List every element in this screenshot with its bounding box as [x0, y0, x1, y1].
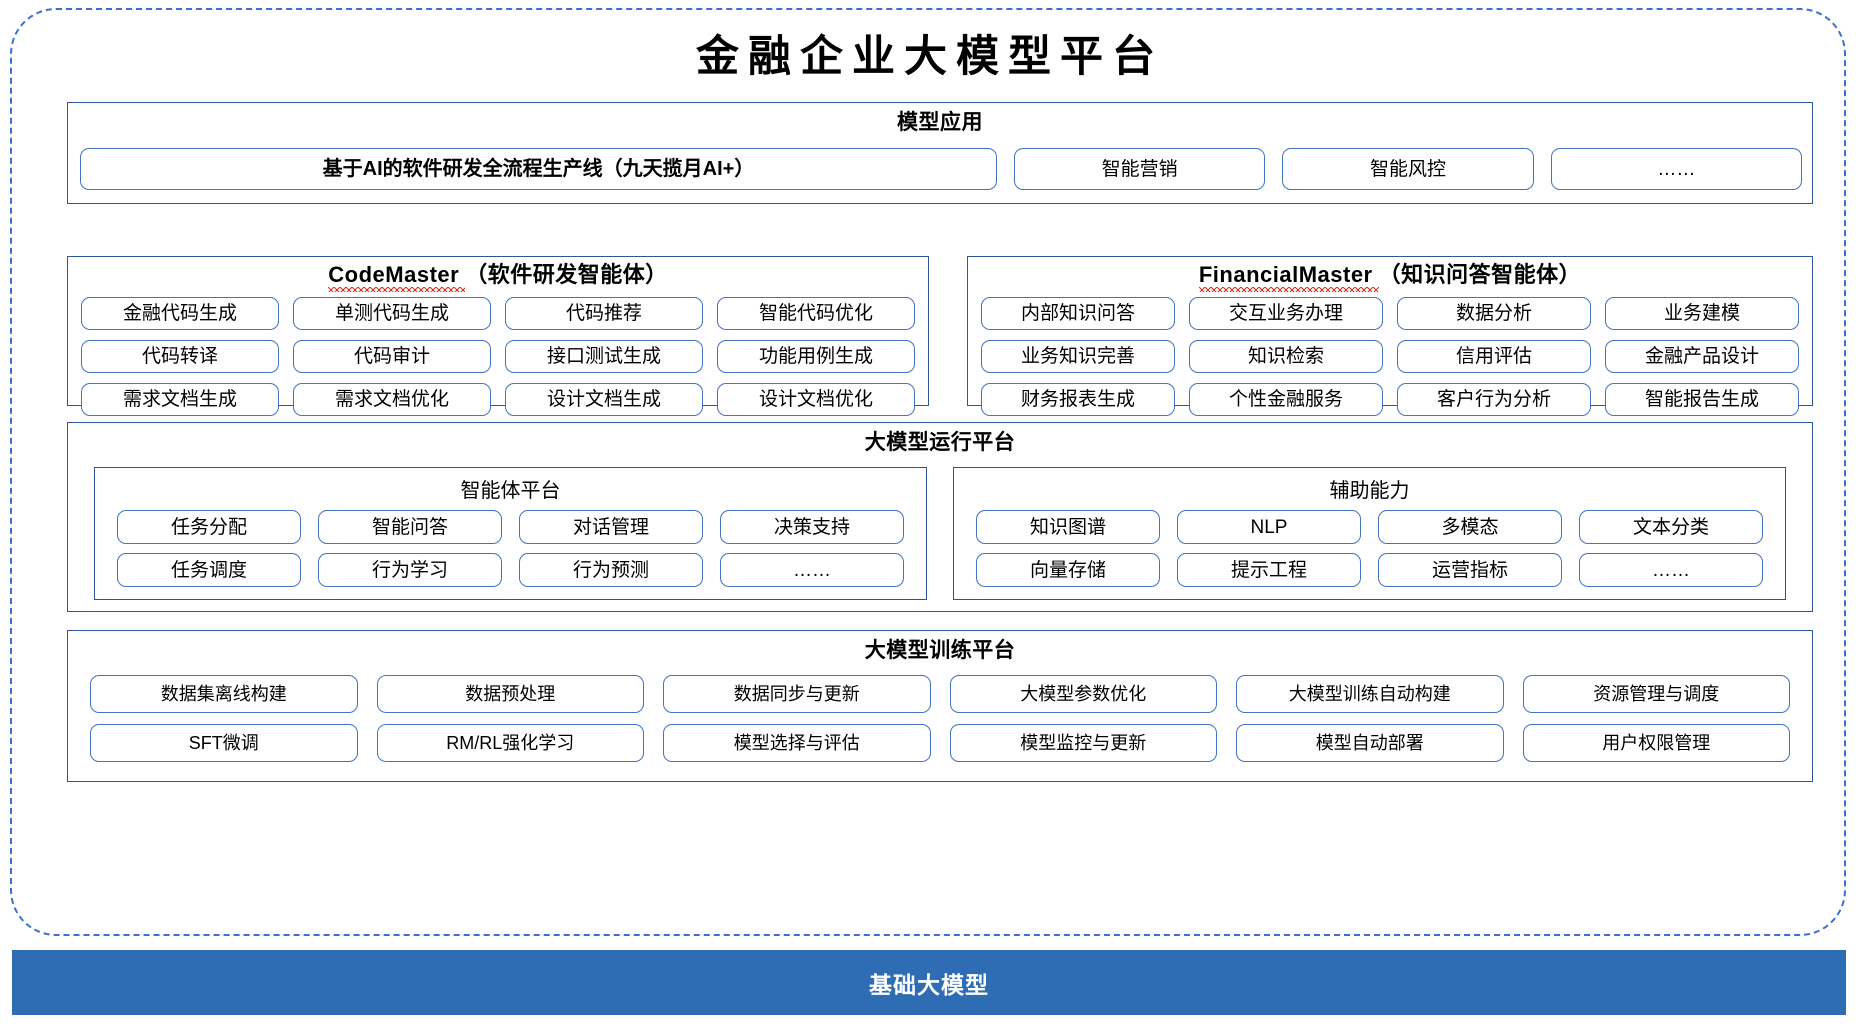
capability-pill[interactable]: 业务知识完善 — [981, 340, 1175, 373]
application-item-more[interactable]: …… — [1550, 148, 1802, 190]
capability-pill[interactable]: 财务报表生成 — [981, 383, 1175, 416]
capability-pill[interactable]: 知识图谱 — [976, 510, 1160, 544]
runtime-subpanels: 智能体平台 任务分配 智能问答 对话管理 决策支持 任务调度 行为学习 行为预测… — [94, 467, 1786, 600]
capability-pill[interactable]: 代码转译 — [81, 340, 279, 373]
capability-pill[interactable]: 信用评估 — [1397, 340, 1591, 373]
capability-pill[interactable]: 数据集离线构建 — [90, 675, 358, 713]
training-capability-grid: 数据集离线构建 数据预处理 数据同步与更新 大模型参数优化 大模型训练自动构建 … — [90, 675, 1790, 762]
capability-pill[interactable]: NLP — [1177, 510, 1361, 544]
section-title-code-master: CodeMaster（软件研发智能体） — [68, 262, 928, 293]
capability-pill[interactable]: 提示工程 — [1177, 553, 1361, 587]
section-model-applications: 模型应用 基于AI的软件研发全流程生产线（九天揽月AI+） 智能营销 智能风控 … — [67, 102, 1813, 204]
section-training-platform: 大模型训练平台 数据集离线构建 数据预处理 数据同步与更新 大模型参数优化 大模… — [67, 630, 1813, 782]
agent-platform-grid: 任务分配 智能问答 对话管理 决策支持 任务调度 行为学习 行为预测 …… — [117, 510, 904, 587]
capability-pill[interactable]: 单测代码生成 — [293, 297, 491, 330]
capability-pill[interactable]: 内部知识问答 — [981, 297, 1175, 330]
capability-pill[interactable]: 代码审计 — [293, 340, 491, 373]
auxiliary-capability-grid: 知识图谱 NLP 多模态 文本分类 向量存储 提示工程 运营指标 …… — [976, 510, 1763, 587]
subpanel-agent-platform: 智能体平台 任务分配 智能问答 对话管理 决策支持 任务调度 行为学习 行为预测… — [94, 467, 927, 600]
capability-pill[interactable]: 模型自动部署 — [1236, 724, 1504, 762]
capability-pill[interactable]: 设计文档生成 — [505, 383, 703, 416]
capability-pill[interactable]: 金融产品设计 — [1605, 340, 1799, 373]
subpanel-title-auxiliary-capability: 辅助能力 — [1329, 480, 1410, 502]
capability-pill[interactable]: 数据预处理 — [376, 675, 644, 713]
capability-pill[interactable]: 金融代码生成 — [81, 297, 279, 330]
financial-master-name-latin: FinancialMaster — [1198, 262, 1379, 293]
base-model-bar: 基础大模型 — [12, 950, 1846, 1015]
capability-pill[interactable]: 决策支持 — [720, 510, 904, 544]
section-code-master: CodeMaster（软件研发智能体） 金融代码生成 单测代码生成 代码推荐 智… — [67, 256, 929, 416]
capability-pill[interactable]: 个性金融服务 — [1189, 383, 1383, 416]
section-runtime-platform: 大模型运行平台 智能体平台 任务分配 智能问答 对话管理 决策支持 任务调度 行… — [67, 422, 1813, 612]
capability-pill[interactable]: 知识检索 — [1189, 340, 1383, 373]
capability-pill[interactable]: 用户权限管理 — [1522, 724, 1790, 762]
base-model-label: 基础大模型 — [869, 971, 989, 998]
application-item-marketing[interactable]: 智能营销 — [1014, 148, 1266, 190]
capability-pill[interactable]: 智能问答 — [318, 510, 502, 544]
capability-pill[interactable]: 文本分类 — [1579, 510, 1763, 544]
application-item-risk-control[interactable]: 智能风控 — [1282, 148, 1534, 190]
capability-pill[interactable]: 大模型训练自动构建 — [1236, 675, 1504, 713]
capability-pill[interactable]: 模型选择与评估 — [663, 724, 931, 762]
capability-pill[interactable]: 行为预测 — [519, 553, 703, 587]
capability-pill[interactable]: SFT微调 — [90, 724, 358, 762]
capability-pill[interactable]: 代码推荐 — [505, 297, 703, 330]
capability-pill[interactable]: 接口测试生成 — [505, 340, 703, 373]
capability-pill[interactable]: 业务建模 — [1605, 297, 1799, 330]
capability-pill[interactable]: 向量存储 — [976, 553, 1160, 587]
subpanel-auxiliary-capability: 辅助能力 知识图谱 NLP 多模态 文本分类 向量存储 提示工程 运营指标 …… — [953, 467, 1786, 600]
capability-pill[interactable]: 资源管理与调度 — [1522, 675, 1790, 713]
capability-pill-more[interactable]: …… — [1579, 553, 1763, 587]
page-title: 金融企业大模型平台 — [696, 34, 1164, 81]
code-master-name-latin: CodeMaster — [328, 262, 466, 293]
capability-pill[interactable]: 任务调度 — [117, 553, 301, 587]
capability-pill[interactable]: 客户行为分析 — [1397, 383, 1591, 416]
capability-pill[interactable]: 任务分配 — [117, 510, 301, 544]
subpanel-title-agent-platform: 智能体平台 — [460, 480, 561, 502]
section-title-model-applications: 模型应用 — [897, 111, 983, 134]
capability-pill[interactable]: 运营指标 — [1378, 553, 1562, 587]
capability-pill[interactable]: 交互业务办理 — [1189, 297, 1383, 330]
capability-pill[interactable]: 功能用例生成 — [717, 340, 915, 373]
financial-master-name-cn: （知识问答智能体） — [1378, 262, 1582, 287]
model-applications-row: 基于AI的软件研发全流程生产线（九天揽月AI+） 智能营销 智能风控 …… — [80, 148, 1802, 190]
section-title-training-platform: 大模型训练平台 — [864, 639, 1016, 662]
capability-pill[interactable]: 需求文档优化 — [293, 383, 491, 416]
capability-pill[interactable]: RM/RL强化学习 — [376, 724, 644, 762]
section-financial-master: FinancialMaster（知识问答智能体） 内部知识问答 交互业务办理 数… — [967, 256, 1813, 416]
capability-pill[interactable]: 对话管理 — [519, 510, 703, 544]
capability-pill[interactable]: 智能代码优化 — [717, 297, 915, 330]
capability-pill[interactable]: 模型监控与更新 — [949, 724, 1217, 762]
capability-pill[interactable]: 设计文档优化 — [717, 383, 915, 416]
code-master-name-cn: （软件研发智能体） — [465, 262, 668, 287]
platform-outer-frame: 金融企业大模型平台 模型应用 基于AI的软件研发全流程生产线（九天揽月AI+） … — [10, 8, 1846, 936]
capability-pill[interactable]: 大模型参数优化 — [949, 675, 1217, 713]
capability-pill[interactable]: 智能报告生成 — [1605, 383, 1799, 416]
section-title-financial-master: FinancialMaster（知识问答智能体） — [968, 262, 1812, 293]
section-title-runtime-platform: 大模型运行平台 — [864, 431, 1016, 454]
capability-pill[interactable]: 行为学习 — [318, 553, 502, 587]
capability-pill[interactable]: 多模态 — [1378, 510, 1562, 544]
capability-pill[interactable]: 数据同步与更新 — [663, 675, 931, 713]
capability-pill[interactable]: 数据分析 — [1397, 297, 1591, 330]
code-master-capability-grid: 金融代码生成 单测代码生成 代码推荐 智能代码优化 代码转译 代码审计 接口测试… — [81, 297, 915, 416]
financial-master-capability-grid: 内部知识问答 交互业务办理 数据分析 业务建模 业务知识完善 知识检索 信用评估… — [981, 297, 1799, 416]
capability-pill[interactable]: 需求文档生成 — [81, 383, 279, 416]
application-item-primary[interactable]: 基于AI的软件研发全流程生产线（九天揽月AI+） — [80, 148, 997, 190]
capability-pill-more[interactable]: …… — [720, 553, 904, 587]
